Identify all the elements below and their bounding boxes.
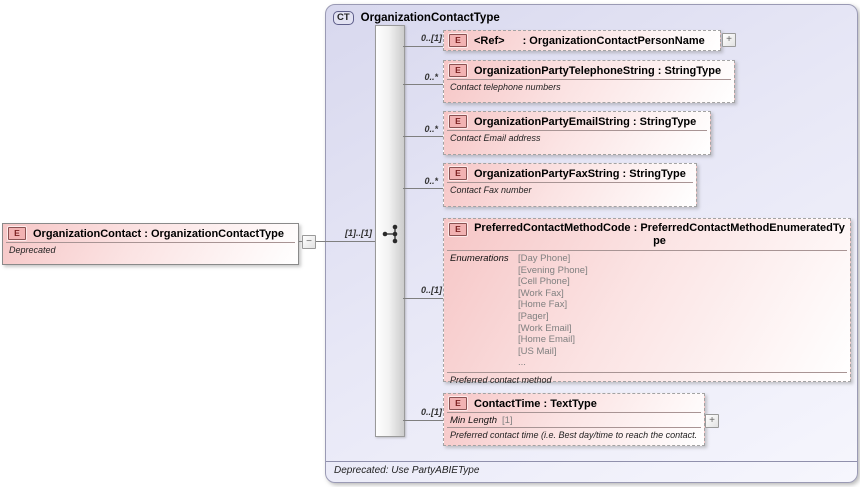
source-element-title: OrganizationContact : OrganizationContac…	[33, 227, 284, 240]
enumerations-label: Enumerations	[450, 253, 509, 264]
expand-toggle[interactable]: +	[705, 414, 719, 428]
connector-line	[403, 298, 443, 299]
enum-value: [Work Email]	[518, 322, 572, 334]
element-annotation: Preferred contact time (i.e. Best day/ti…	[450, 430, 698, 440]
cardinality-label: [1]..[1]	[345, 228, 372, 238]
cardinality-label: 0..*	[424, 124, 438, 134]
divider	[447, 371, 847, 373]
source-element-annotation: Deprecated	[9, 245, 56, 255]
element-annotation: Contact Email address	[450, 133, 541, 143]
connector-line	[403, 188, 443, 189]
collapse-toggle[interactable]: −	[302, 235, 316, 249]
enum-value: [Home Email]	[518, 334, 576, 346]
enum-value: [Work Fax]	[518, 287, 564, 299]
sequence-bar	[375, 25, 405, 437]
divider	[447, 250, 847, 251]
complex-type-header: CT OrganizationContactType	[333, 11, 500, 25]
element-type: : OrganizationContactPersonName	[522, 34, 705, 47]
enum-value: [Evening Phone]	[518, 264, 588, 276]
connector-line	[403, 420, 443, 421]
facet-value: [1]	[502, 415, 513, 426]
expand-toggle[interactable]: +	[722, 33, 736, 47]
enumeration-values: [Day Phone][Evening Phone][Cell Phone][W…	[518, 253, 588, 369]
element-organization-party-telephone-string[interactable]: E OrganizationPartyTelephoneString : Str…	[443, 60, 735, 103]
element-icon: E	[449, 167, 467, 180]
divider	[6, 242, 295, 243]
enum-value: [Cell Phone]	[518, 276, 570, 288]
enum-value: [Pager]	[518, 310, 549, 322]
element-contact-time[interactable]: E ContactTime : TextType Min Length [1] …	[443, 393, 705, 446]
divider	[447, 427, 701, 428]
element-ref-organization-contact-person-name[interactable]: E <Ref> : OrganizationContactPersonName	[443, 30, 721, 51]
complex-type-icon: CT	[333, 11, 354, 25]
element-title: ContactTime : TextType	[474, 397, 597, 410]
divider	[447, 79, 731, 80]
connector-line	[403, 46, 443, 47]
element-annotation: Preferred contact method	[450, 374, 552, 385]
facet-label: Min Length	[450, 415, 498, 426]
cardinality-label: 0..[1]	[420, 33, 442, 43]
cardinality-label: 0..*	[424, 72, 438, 82]
cardinality-label: 0..[1]	[420, 285, 442, 295]
element-title: PreferredContactMethodCode : PreferredCo…	[474, 222, 845, 247]
element-icon: E	[449, 115, 467, 128]
element-title: OrganizationPartyFaxString : StringType	[474, 167, 686, 180]
connector-line	[299, 241, 375, 242]
cardinality-label: 0..[1]	[420, 407, 442, 417]
element-icon: E	[8, 227, 26, 240]
element-icon: E	[449, 223, 467, 236]
divider	[447, 130, 707, 131]
element-icon: E	[449, 64, 467, 77]
complex-type-title: OrganizationContactType	[360, 12, 500, 24]
sequence-icon	[382, 224, 398, 244]
element-name: <Ref>	[474, 34, 505, 47]
complex-type-footer-annotation: Deprecated: Use PartyABIEType	[326, 461, 857, 482]
element-organization-party-fax-string[interactable]: E OrganizationPartyFaxString : StringTyp…	[443, 163, 697, 207]
element-preferred-contact-method-code[interactable]: E PreferredContactMethodCode : Preferred…	[443, 218, 851, 385]
connector-line	[403, 136, 443, 137]
element-title: OrganizationPartyTelephoneString : Strin…	[474, 64, 722, 77]
element-organization-party-email-string[interactable]: E OrganizationPartyEmailString : StringT…	[443, 111, 711, 155]
divider	[447, 412, 701, 413]
enum-value: [Day Phone]	[518, 253, 571, 264]
connector-line	[403, 84, 443, 85]
element-annotation: Contact Fax number	[450, 185, 532, 195]
cardinality-label: 0..*	[424, 176, 438, 186]
enum-value: [US Mail]	[518, 345, 557, 357]
element-annotation: Contact telephone numbers	[450, 82, 561, 92]
enum-value: [Home Fax]	[518, 299, 568, 311]
element-icon: E	[449, 34, 467, 47]
element-title: OrganizationPartyEmailString : StringTyp…	[474, 115, 697, 128]
divider	[447, 182, 693, 183]
source-element-box[interactable]: E OrganizationContact : OrganizationCont…	[2, 223, 299, 265]
enum-value: ...	[518, 357, 526, 369]
element-icon: E	[449, 397, 467, 410]
